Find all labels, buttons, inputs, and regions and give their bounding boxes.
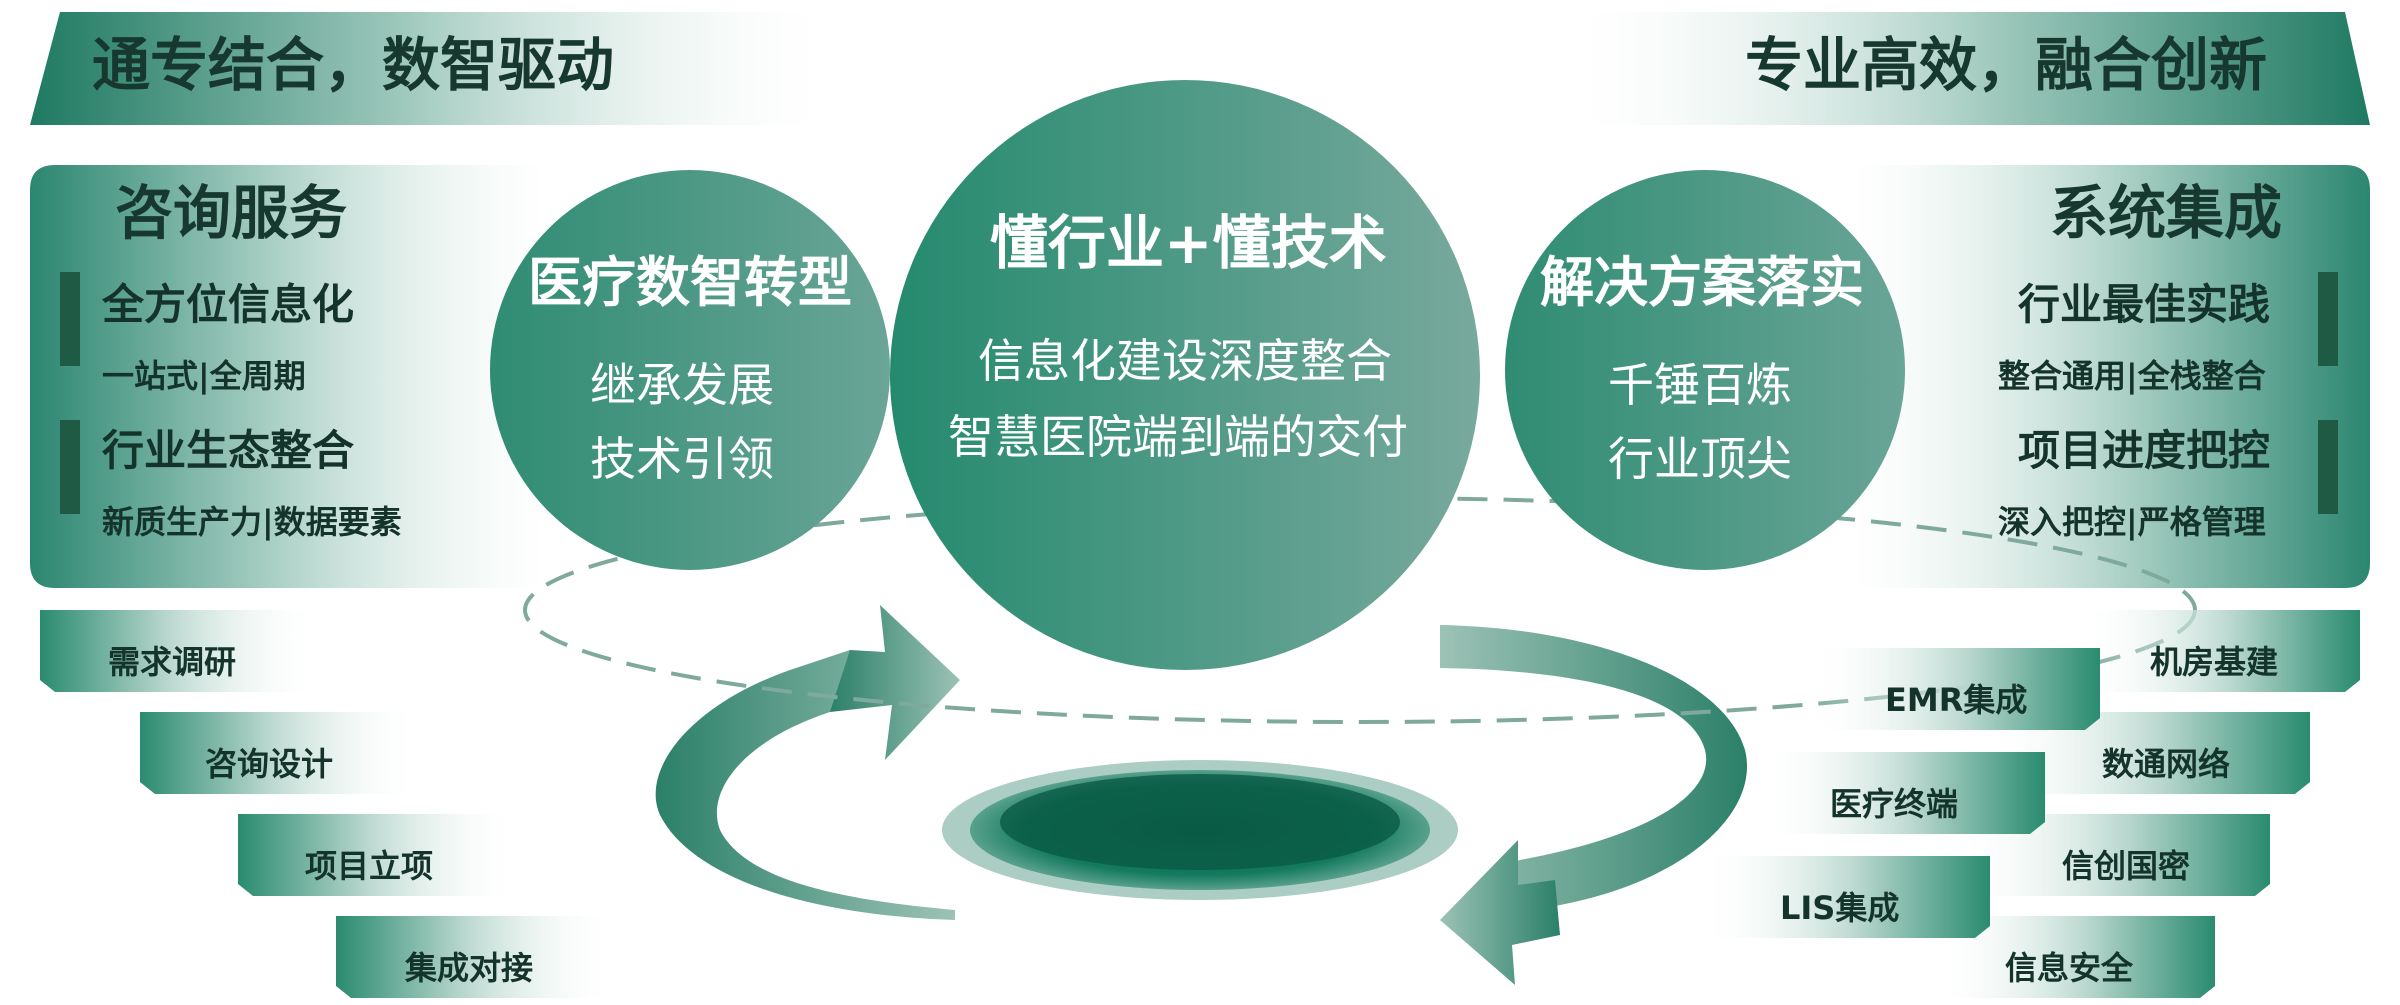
right-inner-step-3: LIS集成 (1780, 889, 1900, 927)
left-banner-title: 通专结合，数智驱动 (92, 31, 615, 99)
right-item-2-marker (2318, 420, 2338, 514)
left-step-3: 项目立项 (305, 847, 434, 885)
right-outer-step-1: 机房基建 (2150, 643, 2279, 681)
right-outer-step-1-shape (2080, 610, 2360, 692)
left-item-1-title: 全方位信息化 (102, 280, 355, 329)
right-circle-shape (1505, 170, 1905, 570)
right-inner-step-1: EMR集成 (1885, 681, 2028, 719)
center-circle-title: 懂行业+懂技术 (990, 209, 1387, 277)
ring-inner (1000, 774, 1400, 870)
left-circle-shape (490, 170, 890, 570)
cycle-arrow-left (655, 605, 960, 920)
left-step-2-shape (140, 712, 420, 794)
left-item-2-sub: 新质生产力|数据要素 (102, 503, 402, 541)
center-circle-shape (890, 80, 1480, 670)
right-circle-line-2: 行业顶尖 (1608, 432, 1792, 486)
left-item-1-marker (60, 272, 80, 366)
left-banner-shape (30, 12, 1080, 125)
right-outer-step-4-shape (1935, 916, 2215, 998)
right-item-2-title: 项目进度把控 (2018, 426, 2271, 475)
right-outer-step-4: 信息安全 (2005, 949, 2134, 987)
center-circle-line-2: 智慧医院端到端的交付 (948, 410, 1408, 464)
left-circle-line-2: 技术引领 (590, 432, 774, 486)
right-inner-step-1-shape (1810, 648, 2100, 730)
left-circle-line-1: 继承发展 (590, 358, 774, 412)
right-circle-line-1: 千锤百炼 (1608, 358, 1792, 412)
right-item-1-sub: 整合通用|全栈整合 (1998, 357, 2266, 395)
left-item-1-sub: 一站式|全周期 (102, 357, 306, 395)
right-item-1-title: 行业最佳实践 (2018, 280, 2271, 329)
right-inner-step-3-shape (1700, 856, 1990, 938)
right-outer-step-2-shape (1985, 712, 2310, 794)
left-item-2-marker (60, 420, 80, 514)
left-step-1: 需求调研 (108, 643, 237, 681)
left-step-4: 集成对接 (405, 949, 534, 987)
right-item-1-marker (2318, 272, 2338, 366)
right-outer-step-2: 数通网络 (2102, 745, 2231, 783)
center-circle-line-1: 信息化建设深度整合 (978, 334, 1392, 388)
right-banner-title: 专业高效，融合创新 (1745, 31, 2268, 99)
left-step-2: 咨询设计 (205, 745, 334, 783)
right-outer-step-3-shape (1955, 814, 2270, 896)
left-step-4-shape (336, 916, 616, 998)
right-banner-shape (1320, 12, 2370, 125)
left-item-2-title: 行业生态整合 (102, 426, 355, 475)
left-panel-title: 咨询服务 (115, 179, 348, 247)
right-circle-title: 解决方案落实 (1540, 251, 1864, 314)
right-item-2-sub: 深入把控|严格管理 (1998, 503, 2266, 541)
right-outer-step-3: 信创国密 (2062, 847, 2191, 885)
right-inner-step-2: 医疗终端 (1830, 785, 1959, 823)
left-circle-title: 医疗数智转型 (528, 251, 852, 314)
cycle-arrow-right (1440, 625, 1748, 985)
left-step-1-shape (40, 610, 320, 692)
right-inner-step-2-shape (1760, 752, 2045, 834)
left-step-3-shape (238, 814, 518, 896)
right-panel-title: 系统集成 (2050, 179, 2283, 247)
